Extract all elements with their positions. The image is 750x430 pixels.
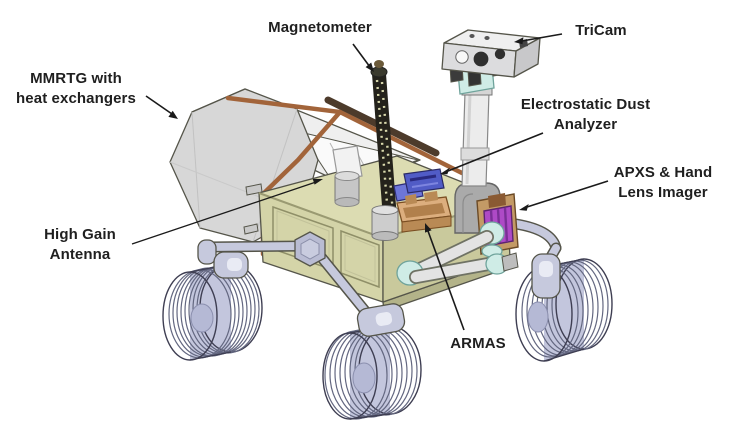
magnetometer-mast bbox=[370, 60, 399, 241]
arrow-mmrtg bbox=[145, 95, 178, 119]
label-magnetometer: Magnetometer bbox=[250, 18, 390, 38]
label-mmrtg: MMRTG with heat exchangers bbox=[8, 69, 144, 109]
arrow-tricam bbox=[514, 33, 563, 45]
wheel-center bbox=[322, 325, 422, 420]
label-tricam-line1: TriCam bbox=[575, 22, 627, 39]
label-mmrtg-line2: heat exchangers bbox=[16, 90, 136, 107]
label-eda-line2: Analyzer bbox=[553, 116, 618, 133]
arrow-armas bbox=[425, 223, 465, 331]
label-magnetometer-line1: Magnetometer bbox=[268, 19, 372, 36]
label-eda-line1: Electrostatic Dust bbox=[520, 96, 651, 113]
label-armas-line1: ARMAS bbox=[450, 335, 506, 352]
label-armas: ARMAS bbox=[436, 334, 520, 354]
label-eda: Electrostatic Dust Analyzer bbox=[513, 95, 658, 135]
arrow-hga bbox=[131, 178, 323, 245]
label-hga-line2: Antenna bbox=[49, 246, 111, 263]
tricam-lens-dark bbox=[473, 51, 489, 67]
label-mmrtg-line1: MMRTG with bbox=[30, 70, 122, 87]
wheel-right bbox=[515, 258, 613, 362]
armas-device bbox=[396, 191, 452, 233]
label-hga-line1: High Gain bbox=[44, 226, 116, 243]
callout-arrows bbox=[131, 33, 609, 331]
wheel-left bbox=[162, 263, 263, 361]
robotic-arm bbox=[396, 221, 519, 286]
tricam-head bbox=[441, 29, 541, 95]
hga-stowed-canister bbox=[332, 145, 363, 207]
arrow-eda bbox=[440, 132, 544, 175]
tricam-lens-dark bbox=[494, 48, 506, 60]
label-apxs-line1: APXS & Hand bbox=[613, 164, 713, 181]
arrow-magnetometer bbox=[352, 43, 374, 72]
label-tricam: TriCam bbox=[561, 21, 641, 41]
tricam-lens-white bbox=[455, 50, 469, 64]
label-apxs: APXS & Hand Lens Imager bbox=[598, 163, 728, 203]
suspension bbox=[197, 218, 562, 337]
body-panel bbox=[340, 229, 380, 289]
label-hga: High Gain Antenna bbox=[28, 225, 132, 265]
arrow-apxs bbox=[519, 180, 609, 211]
label-apxs-line2: Lens Imager bbox=[618, 184, 708, 201]
